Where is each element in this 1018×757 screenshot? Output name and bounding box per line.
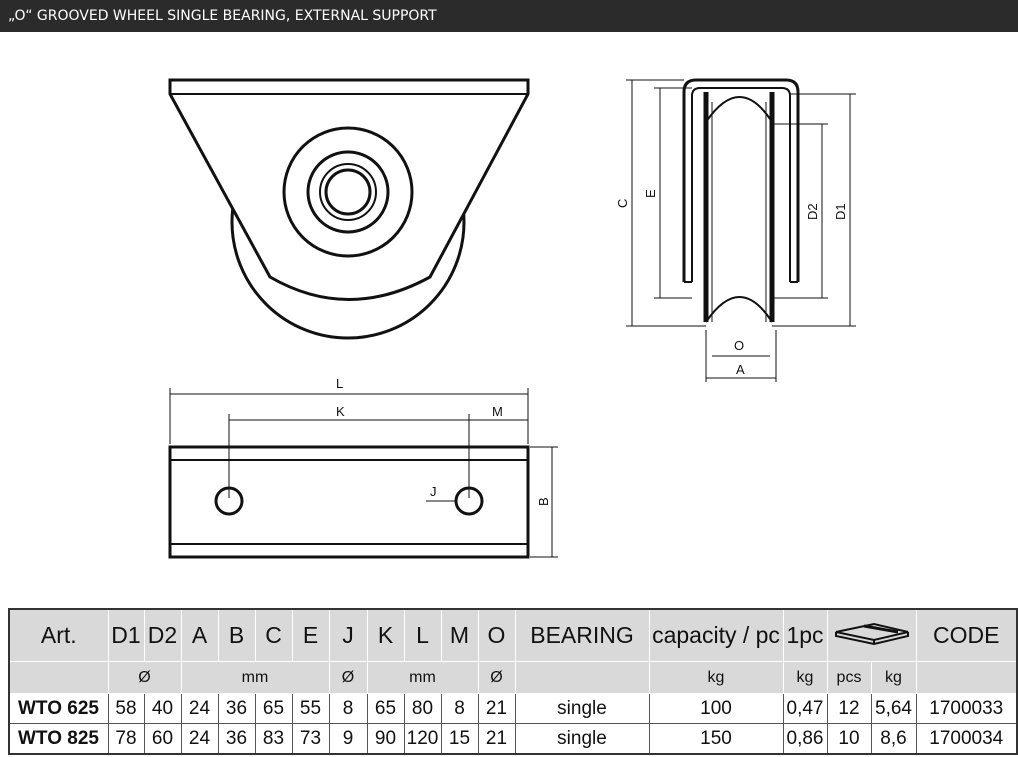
table-cell: 15: [440, 723, 479, 755]
table-cell: 21: [477, 723, 516, 755]
table-cell: 8: [440, 693, 479, 724]
dim-label-d2: D2: [805, 203, 820, 220]
table-cell: 0,47: [782, 693, 828, 724]
unit-pc: kg: [782, 661, 828, 694]
table-cell: 36: [217, 723, 256, 755]
header-bearing: BEARING: [514, 608, 650, 662]
header-row: Art. D1 D2 A B C E J K L M O BEARING cap…: [8, 608, 1018, 662]
table-cell: 60: [143, 723, 182, 755]
table-cell: 36: [217, 693, 256, 724]
table-cell: 24: [180, 723, 219, 755]
header-e: E: [291, 608, 330, 662]
table-cell: 100: [648, 693, 784, 724]
header-c: C: [254, 608, 293, 662]
dim-label-o: O: [734, 338, 744, 353]
header-l: L: [403, 608, 442, 662]
table-cell: 5,64: [870, 693, 917, 724]
table-cell: 150: [648, 723, 784, 755]
table-cell: 10: [826, 723, 872, 755]
plate-view: L K M J B: [168, 376, 558, 559]
header-art: Art.: [8, 608, 109, 662]
article-cell: WTO 825: [8, 723, 109, 755]
dim-label-b: B: [536, 497, 551, 506]
header-k: K: [366, 608, 405, 662]
table-cell: 8,6: [870, 723, 917, 755]
header-capacity: capacity / pc: [648, 608, 784, 662]
table-cell: 78: [107, 723, 145, 755]
table-cell: 65: [254, 693, 293, 724]
dim-label-k: K: [336, 404, 345, 419]
unit-mm-2: mm: [366, 661, 479, 694]
header-o: O: [477, 608, 516, 662]
unit-capacity: kg: [648, 661, 784, 694]
table-cell: 0,86: [782, 723, 828, 755]
dim-label-a: A: [736, 362, 745, 377]
product-spec-table: Art. D1 D2 A B C E J K L M O BEARING cap…: [8, 608, 1018, 755]
header-m: M: [440, 608, 479, 662]
header-1pc: 1pc: [782, 608, 828, 662]
table-cell: 21: [477, 693, 516, 724]
header-b: B: [217, 608, 256, 662]
table-cell: 80: [403, 693, 442, 724]
table-cell: single: [514, 693, 650, 724]
table-cell: 83: [254, 723, 293, 755]
table-cell: 65: [366, 693, 405, 724]
header-j: J: [328, 608, 368, 662]
table-cell: 73: [291, 723, 330, 755]
table-cell: 1700033: [915, 693, 1018, 724]
table-cell: 120: [403, 723, 442, 755]
dim-label-j: J: [430, 484, 437, 499]
table-cell: 24: [180, 693, 219, 724]
dim-label-c: C: [615, 199, 630, 208]
article-cell: WTO 625: [8, 693, 109, 724]
header-d2: D2: [143, 608, 182, 662]
dim-label-d1: D1: [833, 203, 848, 220]
page-title: „O“ GROOVED WHEEL SINGLE BEARING, EXTERN…: [0, 0, 1018, 32]
package-box-icon: [826, 608, 917, 662]
dim-label-l: L: [336, 376, 343, 391]
unit-o: Ø: [477, 661, 516, 694]
table-cell: 1700034: [915, 723, 1018, 755]
table-cell: 8: [328, 693, 368, 724]
table-cell: 58: [107, 693, 145, 724]
unit-pkg: kg: [870, 661, 917, 694]
table-cell: single: [514, 723, 650, 755]
table-cell: 55: [291, 693, 330, 724]
dim-label-e: E: [643, 189, 658, 198]
header-d1: D1: [107, 608, 145, 662]
table-cell: 9: [328, 723, 368, 755]
unit-mm: mm: [180, 661, 330, 694]
unit-diameter: Ø: [107, 661, 182, 694]
unit-j: Ø: [328, 661, 368, 694]
units-row: Ø mm Ø mm Ø kg kg pcs kg: [8, 661, 1018, 694]
side-view: C E D2 D1 O A: [615, 78, 856, 382]
header-code: CODE: [915, 608, 1018, 662]
header-a: A: [180, 608, 219, 662]
dim-label-m: M: [492, 404, 503, 419]
table-cell: 12: [826, 693, 872, 724]
unit-pcs: pcs: [826, 661, 872, 694]
table-cell: 40: [143, 693, 182, 724]
front-view: [168, 78, 530, 340]
table-cell: 90: [366, 723, 405, 755]
technical-drawing: C E D2 D1 O A L K M J B: [168, 78, 856, 559]
